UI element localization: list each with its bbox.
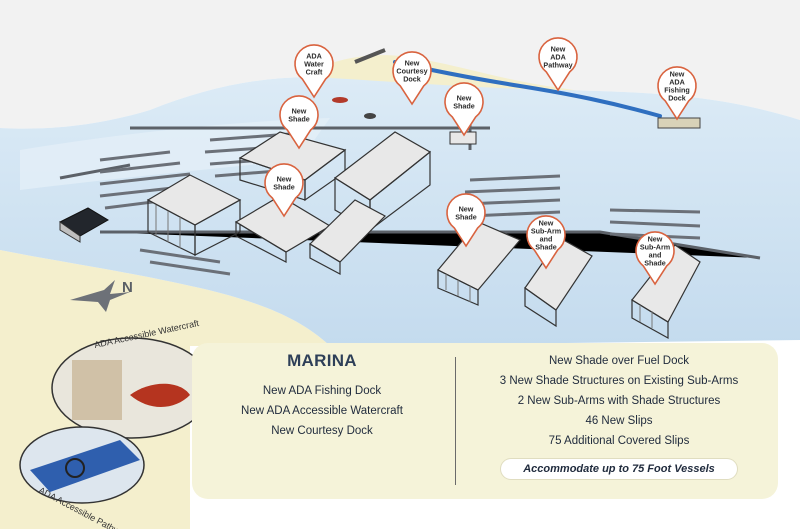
callout-pin-text: Shade (273, 183, 295, 192)
left-item: New ADA Fishing Dock (262, 385, 382, 397)
left-item: New Courtesy Dock (271, 425, 373, 437)
right-item: 3 New Shade Structures on Existing Sub-A… (499, 375, 739, 387)
callout-pin-text: New (551, 45, 566, 54)
callout-pin-shape (526, 215, 566, 270)
callout-pin-text: New (292, 107, 307, 116)
callout-pin-text: New (405, 59, 420, 68)
watercraft-inset: ADA Accessible Watercraft (51, 318, 213, 439)
callout-pin-text: Sub-Arm (531, 227, 561, 236)
callout-pin-text: Shade (453, 102, 475, 111)
callout-pin-shape (392, 51, 432, 106)
callout-pin-text: and (540, 235, 553, 244)
callout-pin-text: Shade (455, 213, 477, 222)
fishing-dock-structure (657, 117, 701, 129)
callout-pin-text: Dock (403, 75, 421, 84)
right-item: 46 New Slips (585, 415, 653, 427)
panel-left-column: MARINA New ADA Fishing Dock New ADA Acce… (192, 343, 452, 499)
walkway-left-spur (59, 163, 131, 180)
callout-pin-text: ADA (306, 52, 322, 61)
callout-pin-text: Shade (288, 115, 310, 124)
callout-pin-text: New (459, 205, 474, 214)
callout-pin-text: New (457, 94, 472, 103)
panel-title: MARINA (287, 351, 357, 370)
slip-dock-group-5 (139, 248, 231, 276)
slip-dock-group-2 (204, 132, 291, 178)
callout-pins: ADAWaterCraftNewCourtesyDockNewADAPathwa… (264, 37, 697, 286)
callout-pin-text: New (277, 175, 292, 184)
left-item-list: New ADA Fishing Dock New ADA Accessible … (192, 381, 452, 441)
callout-pin-text: Pathway (543, 61, 572, 70)
right-item: New Shade over Fuel Dock (549, 355, 689, 367)
right-item: 2 New Sub-Arms with Shade Structures (517, 395, 721, 407)
callout-pin-text: and (649, 251, 662, 260)
callout-pin-text: Courtesy (396, 67, 427, 76)
panel-divider (455, 357, 456, 485)
right-item: 75 Additional Covered Slips (548, 435, 690, 447)
callout-pin-text: New (670, 70, 685, 79)
callout-pin-text: Craft (306, 68, 323, 77)
solar-panel-building (59, 207, 109, 243)
callout-pin-text: New (648, 235, 663, 244)
callout-pin-text: ADA (669, 78, 685, 87)
callout-pin-shape (444, 82, 484, 137)
callout-pin-text: Water (304, 60, 324, 69)
shade-structure-8 (631, 244, 701, 340)
callout-pin-text: Shade (644, 259, 666, 268)
slip-dock-group-1 (99, 150, 201, 210)
callout-pin-text: Fishing (664, 86, 690, 95)
callout-pin-text: Sub-Arm (640, 243, 670, 252)
callout-pin-shape (294, 44, 334, 99)
callout-pin-shape (264, 163, 304, 218)
slip-dock-group-3 (464, 174, 561, 218)
compass-label: N (122, 279, 133, 296)
left-item: New ADA Accessible Watercraft (241, 405, 403, 417)
shade-structure-5 (309, 199, 386, 275)
vessel-capacity-badge: Accommodate up to 75 Foot Vessels (501, 459, 737, 479)
callout-pin-shape (446, 193, 486, 248)
north-pier (354, 48, 386, 64)
callout-pin-text: New (539, 219, 554, 228)
callout-pin-shape (538, 37, 578, 92)
boats (332, 97, 376, 119)
right-item-list: New Shade over Fuel Dock 3 New Shade Str… (460, 351, 778, 451)
callout-pin-text: ADA (550, 53, 566, 62)
shade-structure-1 (146, 174, 242, 256)
callout-pin-text: Shade (535, 243, 557, 252)
callout-pin-shape (279, 95, 319, 150)
callout-pin-shape (657, 66, 697, 121)
callout-pin-text: Dock (668, 94, 686, 103)
compass-rose: N (70, 279, 133, 312)
callout-pin-shape (635, 231, 675, 286)
marina-info-panel: MARINA New ADA Fishing Dock New ADA Acce… (192, 343, 778, 499)
